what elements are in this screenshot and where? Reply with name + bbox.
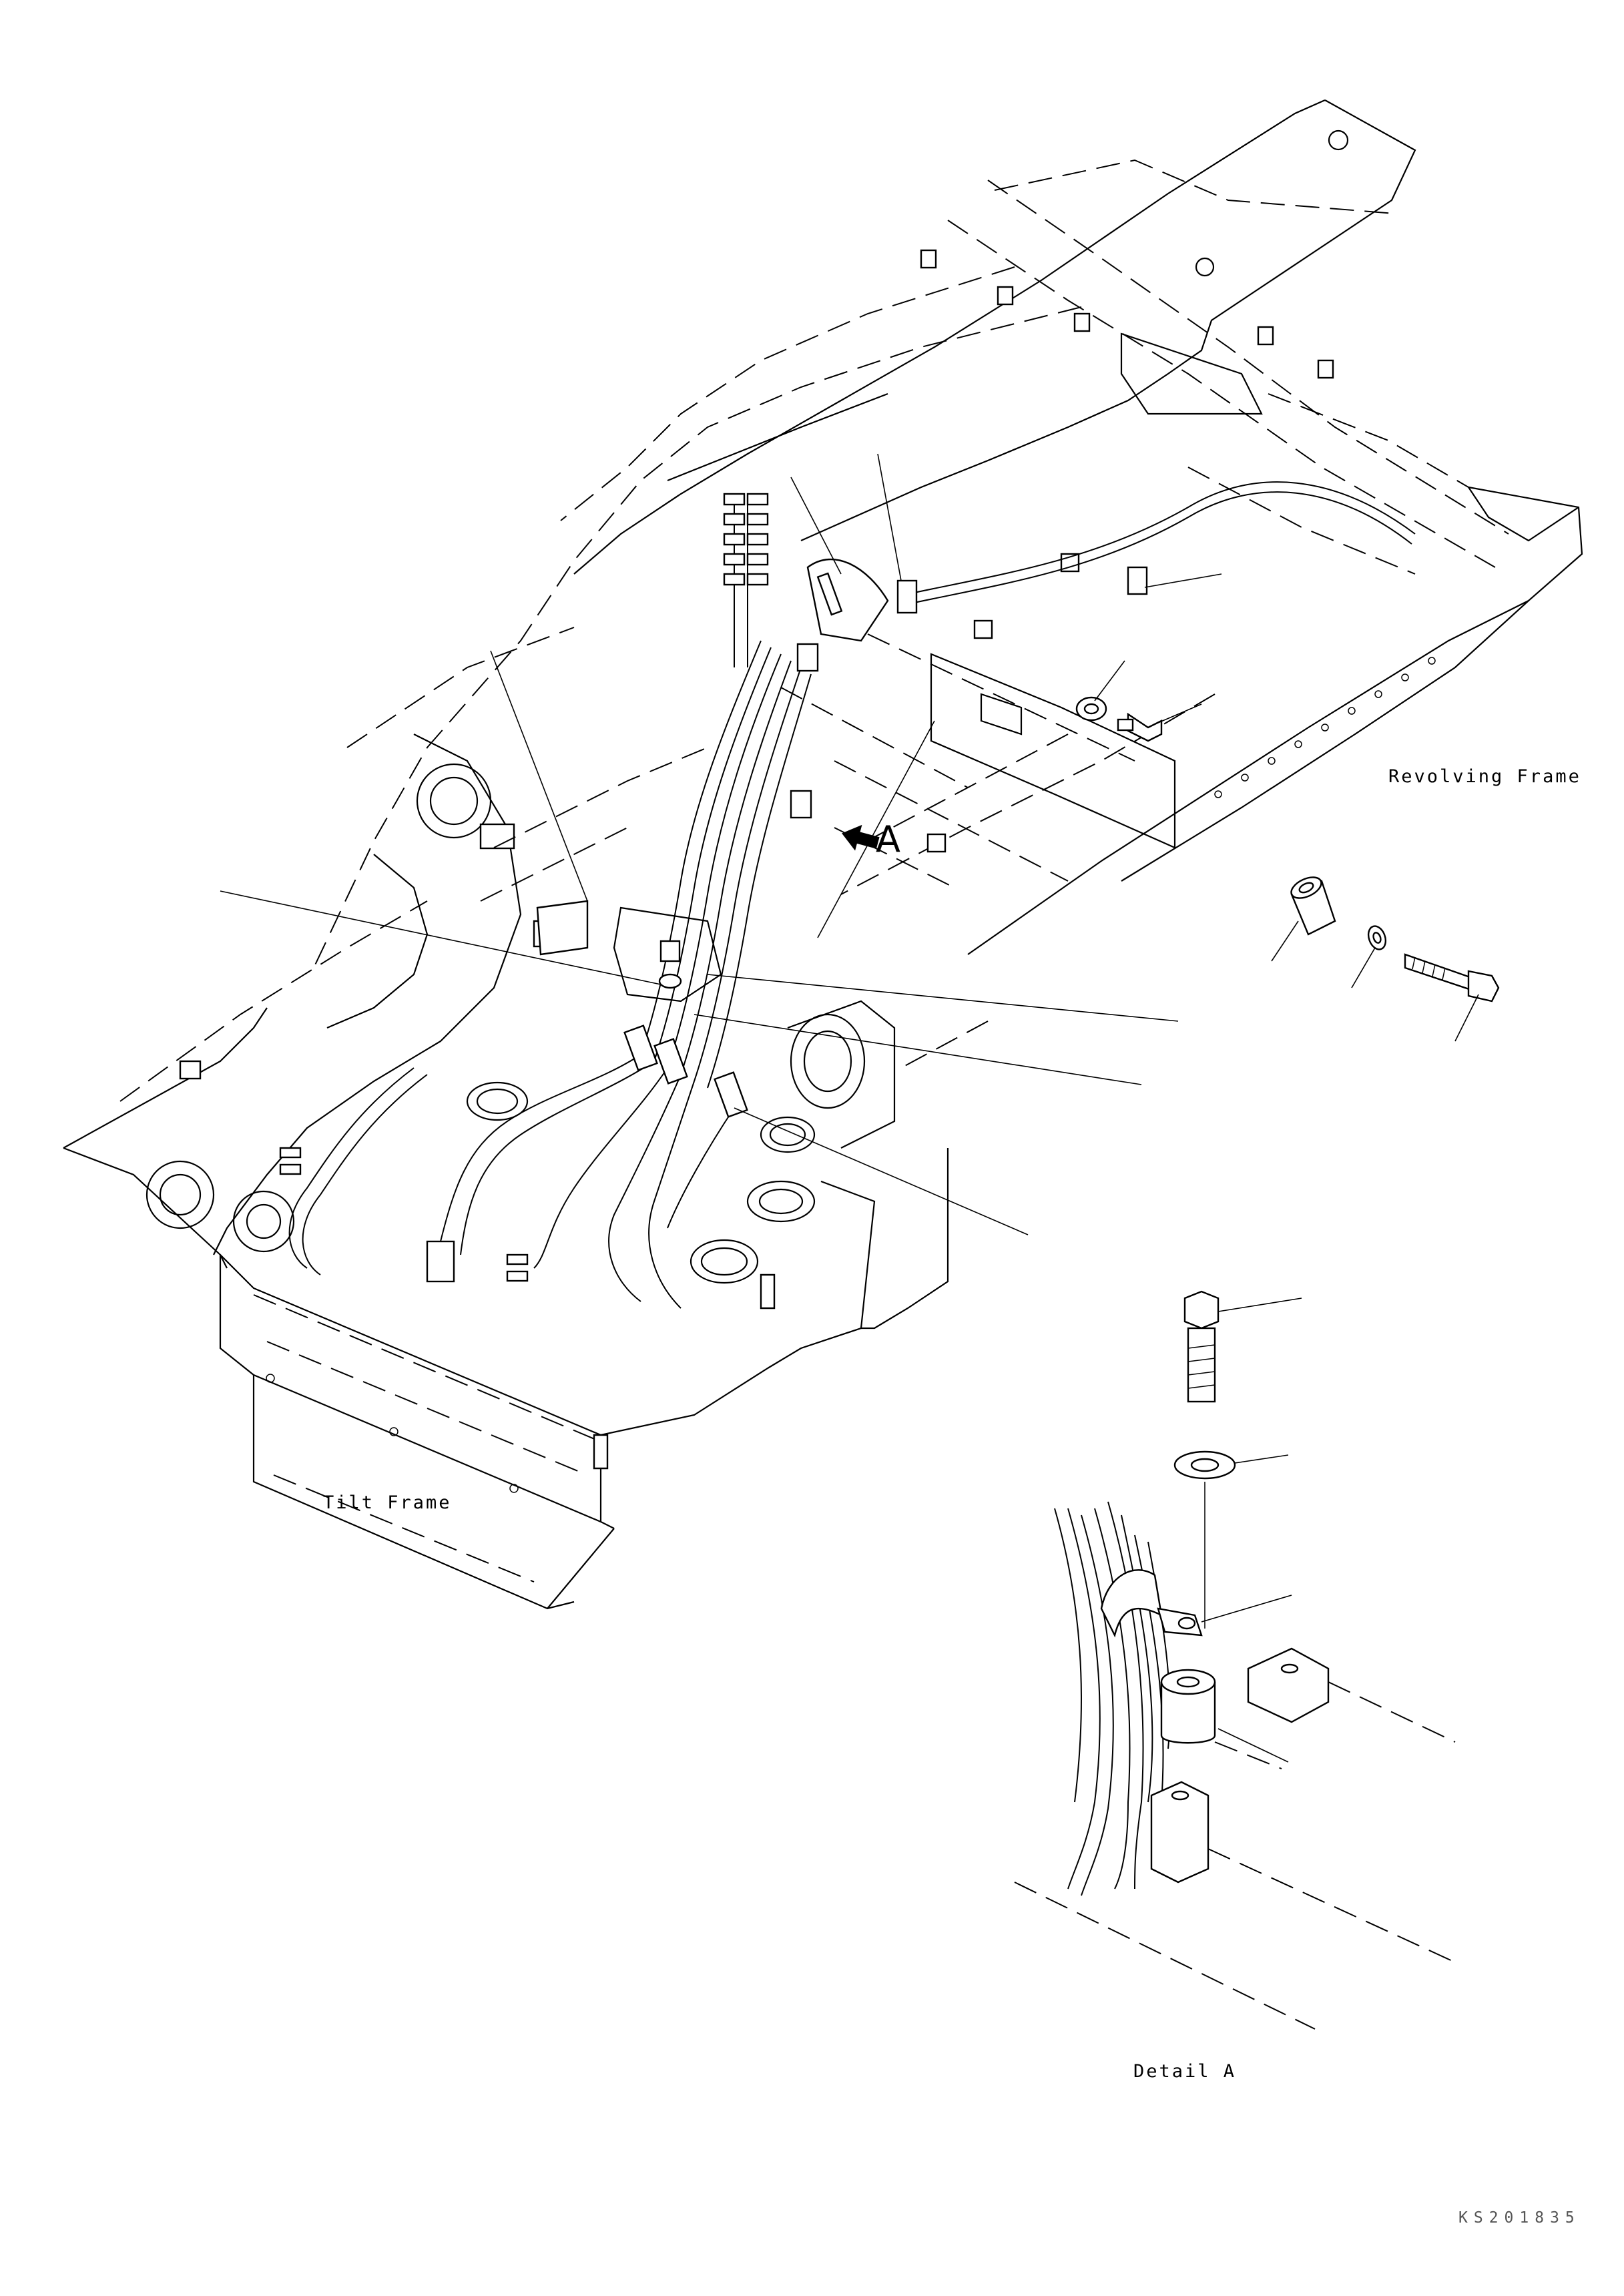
leader-lines: [220, 453, 1479, 1235]
washer-upper: [1075, 696, 1107, 722]
tilt-frame-outline: [63, 266, 1082, 1610]
revolving-frame-outline: [573, 99, 1583, 955]
bolt-upper: [1117, 712, 1163, 742]
view-arrow-a: [840, 822, 886, 856]
detail-a-label: Detail A: [1133, 2061, 1237, 2082]
drawing-code: KS201835: [1458, 2209, 1581, 2227]
detail-a-view: [1014, 1290, 1456, 2030]
tilt-frame-label: Tilt Frame: [323, 1492, 452, 1513]
arrow-left-icon: [842, 824, 880, 851]
washer-right: [1367, 925, 1387, 950]
hose-clamps: [623, 566, 1148, 1118]
rail-bolt-holes: [1214, 657, 1436, 798]
center-mount: [536, 558, 889, 1002]
spacer-collar: [1290, 876, 1336, 936]
revolving-frame-label: Revolving Frame: [1388, 766, 1581, 787]
view-callout-letter: A: [876, 818, 900, 860]
hose-harness: [288, 481, 1416, 1309]
hose-fittings: [279, 493, 769, 1283]
long-bolt: [1404, 953, 1500, 1002]
